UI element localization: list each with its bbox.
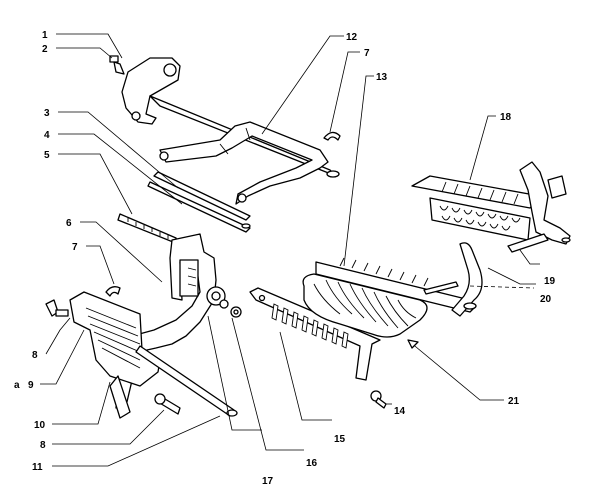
callout-3: 3 [44, 108, 50, 119]
leader-lines [40, 33, 540, 467]
callout-11: 11 [32, 462, 43, 473]
callout-14: 14 [394, 406, 406, 417]
callout-15: 15 [334, 434, 346, 445]
part-12-frame-arm [159, 121, 329, 205]
callout-8-left: 8 [32, 350, 38, 361]
part-14-screw [370, 390, 387, 409]
callout-13: 13 [376, 72, 388, 83]
callout-9: 9 [28, 380, 34, 391]
callout-8-lower: 8 [40, 440, 46, 451]
part-8-screw-left [45, 299, 69, 317]
callout-21: 21 [508, 396, 520, 407]
part-5-comb [117, 213, 179, 245]
callout-18: 18 [500, 112, 512, 123]
part-1-bracket [121, 57, 340, 178]
part-21-hammer-bank [302, 242, 483, 338]
callout-2: 2 [42, 44, 48, 55]
callout-1: 1 [42, 30, 48, 41]
callout-6: 6 [66, 218, 72, 229]
callouts: 1 2 3 4 5 6 7 8 a 9 10 8 11 12 7 13 14 1… [14, 30, 556, 487]
part-10-comb-assembly [69, 291, 161, 419]
callout-7-left: 7 [72, 242, 78, 253]
part-3-4-rods [147, 171, 251, 233]
part-18-top-assembly [411, 161, 571, 253]
part-17-nut [219, 299, 229, 309]
part-15-slotted-plate [249, 287, 381, 381]
callout-16: 16 [306, 458, 318, 469]
callout-20: 20 [540, 294, 552, 305]
callout-7-top: 7 [364, 48, 370, 59]
callout-4: 4 [44, 130, 50, 141]
part-11-shaft [135, 345, 238, 417]
part-16-washer [230, 306, 242, 318]
part-8-screw-lower [154, 393, 181, 415]
callout-5: 5 [44, 150, 50, 161]
callout-17: 17 [262, 476, 274, 487]
callout-12: 12 [346, 32, 358, 43]
callout-10: 10 [34, 420, 46, 431]
part-2-screw [109, 55, 125, 75]
part-7-clip-left [105, 286, 121, 297]
part-7-clip-top [323, 131, 341, 141]
stray-mark: a [14, 380, 20, 391]
part-6-frame [115, 233, 226, 409]
callout-19: 19 [544, 276, 556, 287]
